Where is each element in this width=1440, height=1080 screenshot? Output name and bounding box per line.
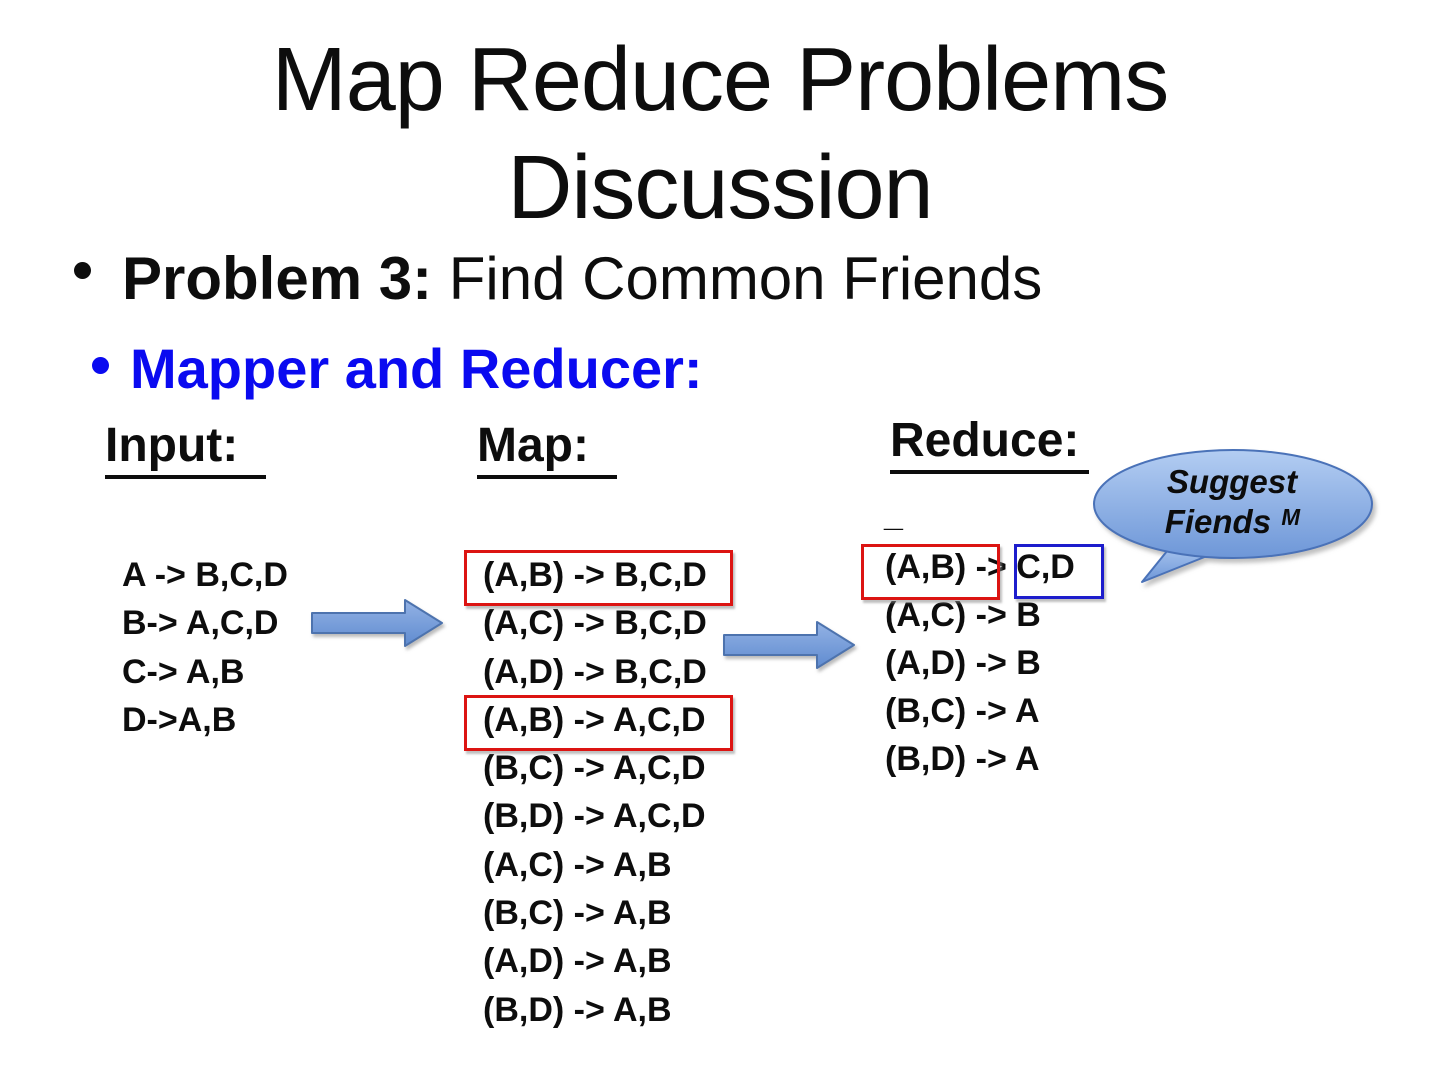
map-line: (A,B) -> A,C,D bbox=[483, 700, 706, 739]
bullet-mapper-reducer: Mapper and Reducer: bbox=[130, 337, 703, 400]
bullet-problem-3-text: Find Common Friends bbox=[432, 245, 1043, 312]
reduce-line: (B,D) -> A bbox=[885, 740, 1040, 778]
highlight-box-red-map-2 bbox=[464, 695, 733, 751]
flow-arrow-icon-2 bbox=[723, 621, 855, 669]
map-line: (A,D) -> B,C,D bbox=[483, 652, 707, 691]
callout-bubble bbox=[1093, 449, 1373, 583]
map-line: (B,C) -> A,C,D bbox=[483, 749, 706, 788]
slide-title: Map Reduce Problems Discussion bbox=[0, 26, 1440, 242]
bullet-dot-1 bbox=[74, 262, 91, 279]
reduce-list: (A,B) -> C,D (A,C) -> B (A,D) -> B (B,C)… bbox=[885, 543, 1075, 783]
highlight-box-red-map-1 bbox=[464, 550, 733, 606]
map-line: (B,C) -> A,B bbox=[483, 894, 672, 933]
bullet-dot-2 bbox=[92, 357, 109, 374]
input-line: C-> A,B bbox=[122, 652, 245, 691]
highlight-box-blue-reduce-value bbox=[1014, 544, 1104, 599]
map-line: (B,D) -> A,C,D bbox=[483, 797, 706, 836]
map-line: (A,C) -> A,B bbox=[483, 845, 672, 884]
input-column-header: Input: bbox=[105, 418, 267, 479]
reduce-line: (A,D) -> B bbox=[885, 644, 1041, 682]
reduce-column-header: Reduce: bbox=[890, 413, 1090, 474]
reduce-underscore: _ bbox=[884, 496, 903, 534]
reduce-line: (B,C) -> A bbox=[885, 692, 1040, 730]
input-line: A -> B,C,D bbox=[122, 556, 288, 594]
map-line: (A,C) -> B,C,D bbox=[483, 604, 707, 643]
title-line-1: Map Reduce Problems bbox=[271, 30, 1169, 130]
title-line-2: Discussion bbox=[507, 138, 933, 238]
map-line: (A,D) -> A,B bbox=[483, 942, 672, 981]
map-line: (B,D) -> A,B bbox=[483, 990, 672, 1029]
reduce-line: (A,B) -> C,D bbox=[885, 548, 1075, 586]
flow-arrow-icon-1 bbox=[311, 599, 443, 647]
highlight-box-red-reduce-key bbox=[861, 544, 1000, 600]
input-line: D->A,B bbox=[122, 700, 237, 739]
callout-text-line-2: Fiends ᴹ bbox=[1164, 503, 1300, 540]
reduce-line: (A,C) -> B bbox=[885, 596, 1041, 634]
callout-text-line-1: Suggest bbox=[1166, 463, 1298, 500]
map-list: (A,B) -> B,C,D (A,C) -> B,C,D (A,D) -> B… bbox=[483, 551, 707, 1034]
map-line: (A,B) -> B,C,D bbox=[483, 556, 707, 594]
input-line: B-> A,C,D bbox=[122, 604, 279, 643]
map-column-header: Map: bbox=[477, 418, 617, 479]
input-list: A -> B,C,D B-> A,C,D C-> A,B D->A,B bbox=[122, 551, 288, 744]
bullet-problem-3: Problem 3: Find Common Friends bbox=[122, 244, 1042, 313]
callout-text: Suggest Fiends ᴹ bbox=[1124, 462, 1340, 542]
bullet-problem-3-label: Problem 3: bbox=[122, 245, 433, 312]
